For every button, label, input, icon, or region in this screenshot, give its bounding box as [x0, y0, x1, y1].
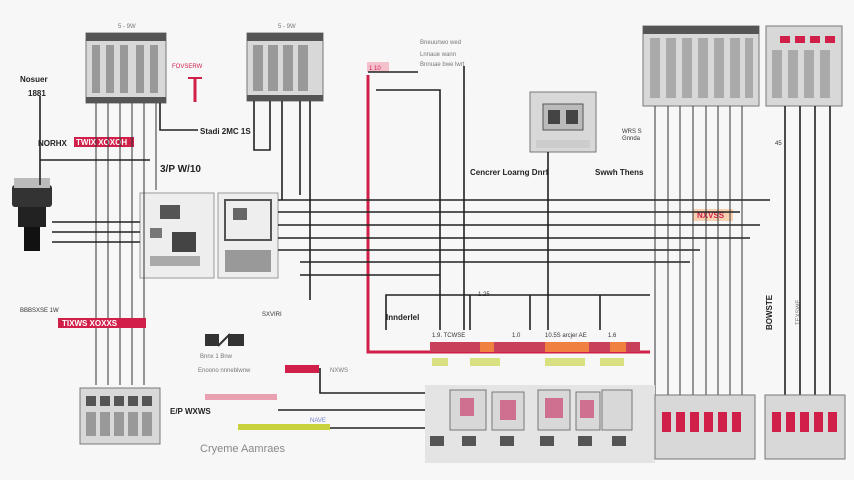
svg-text:TWIX XOXOH: TWIX XOXOH [76, 138, 127, 147]
svg-text:1 10: 1 10 [369, 66, 381, 72]
svg-text:NXWS: NXWS [330, 368, 348, 374]
logo-icon [205, 333, 244, 347]
svg-text:Enoono nnneblwnw: Enoono nnneblwnw [198, 368, 251, 374]
svg-text:TIXWS XOXXS: TIXWS XOXXS [62, 319, 118, 328]
svg-text:Bneuunwo wed: Bneuunwo wed [420, 40, 461, 46]
terminal-block-bottom-right-1 [654, 394, 756, 460]
svg-text:Gnnda: Gnnda [622, 136, 641, 142]
svg-text:Swwh Thens: Swwh Thens [595, 168, 644, 177]
svg-text:Cryeme Aamraes: Cryeme Aamraes [200, 443, 285, 455]
svg-text:5 - 9W: 5 - 9W [118, 24, 136, 30]
svg-text:Cencrer Loarng Dnrf: Cencrer Loarng Dnrf [470, 168, 549, 177]
svg-text:1.6: 1.6 [608, 333, 617, 339]
svg-text:Innderlel: Innderlel [386, 313, 419, 322]
svg-text:1.0: 1.0 [512, 333, 521, 339]
svg-text:3/P W/10: 3/P W/10 [160, 164, 201, 175]
svg-text:TEXSWE: TEXSWE [796, 300, 802, 325]
svg-text:Bnnx 1 Bnw: Bnnx 1 Bnw [200, 354, 233, 360]
relay-board [217, 192, 279, 279]
svg-text:E/P WXWS: E/P WXWS [170, 407, 211, 416]
svg-text:NAVE: NAVE [310, 418, 326, 424]
display-unit [529, 91, 597, 153]
terminal-block-top-right-1 [642, 25, 760, 107]
terminal-rail: 1.9. TCWSE 1.0 10.5S arcjer AE 1.6 [425, 333, 655, 463]
svg-text:Lnnaue wann: Lnnaue wann [420, 52, 456, 58]
svg-text:FOVSERW: FOVSERW [172, 64, 203, 70]
svg-text:1.25: 1.25 [478, 292, 490, 298]
svg-text:Nosuer: Nosuer [20, 75, 48, 84]
svg-text:5 - 9W: 5 - 9W [278, 24, 296, 30]
svg-text:45: 45 [775, 141, 782, 147]
svg-text:NXVSS: NXVSS [697, 211, 725, 220]
svg-text:BOWSTE: BOWSTE [765, 294, 774, 330]
svg-text:WRS S: WRS S [622, 129, 642, 135]
svg-text:Bnnuae bwe lwrt: Bnnuae bwe lwrt [420, 62, 465, 68]
terminal-block-top-left: 5 - 9W [85, 24, 167, 104]
svg-text:Stadi 2MC 1S: Stadi 2MC 1S [200, 127, 251, 136]
terminal-block-top-mid: 5 - 9W [246, 24, 324, 102]
svg-text:1.9. TCWSE: 1.9. TCWSE [432, 333, 465, 339]
antenna-icon: FOVSERW [172, 64, 203, 102]
terminal-block-bottom-right-2 [764, 394, 846, 460]
svg-text:SXVIRI: SXVIRI [262, 312, 282, 318]
controller-board [139, 192, 215, 279]
sensor-device: Nosuer 1881 [12, 75, 52, 251]
terminal-block-top-right-2 [765, 25, 843, 107]
svg-text:10.5S arcjer AE: 10.5S arcjer AE [545, 333, 587, 339]
svg-text:BBBSXSE 1W: BBBSXSE 1W [20, 308, 59, 314]
terminal-block-bottom-left [79, 387, 161, 445]
svg-text:NORHX: NORHX [38, 139, 68, 148]
svg-text:1881: 1881 [28, 89, 46, 98]
